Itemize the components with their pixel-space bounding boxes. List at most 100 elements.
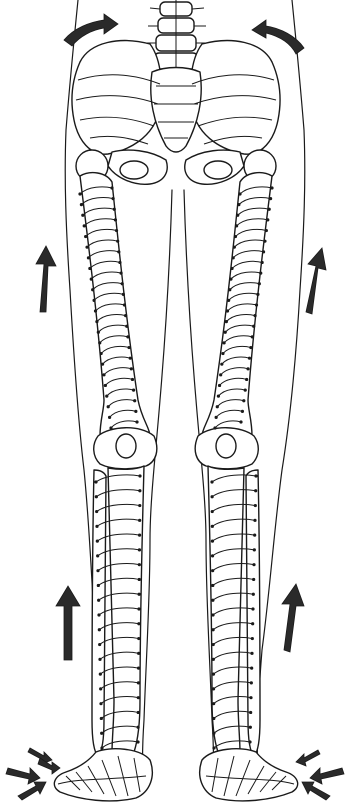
left-shin-bead	[137, 681, 140, 684]
arrow-thigh-left-up	[36, 246, 56, 312]
left-femur-bead	[123, 303, 126, 306]
left-shin-bead	[138, 519, 141, 522]
left-femur-bead	[117, 250, 120, 253]
right-shin-bead	[252, 578, 255, 581]
left-shin-bead	[98, 658, 101, 661]
left-shin-bead	[94, 480, 97, 483]
obturator-left	[120, 161, 148, 179]
left-femur-bead	[80, 203, 83, 206]
right-shin-bead	[252, 563, 255, 566]
right-femur-bead	[238, 192, 241, 195]
left-femur-bead	[100, 352, 103, 355]
right-femur-bead	[270, 186, 273, 189]
left-shin-bead	[98, 643, 101, 646]
right-femur-bead	[261, 261, 264, 264]
right-femur-bead	[232, 256, 235, 259]
left-femur-bead	[85, 246, 88, 249]
right-shin-bead	[212, 658, 215, 661]
left-femur-bead	[132, 388, 135, 391]
right-shin-bead	[248, 740, 251, 743]
left-femur-bead	[126, 335, 129, 338]
right-femur-bead	[253, 314, 256, 317]
left-shin-bead	[137, 726, 140, 729]
right-shin-bead	[254, 489, 257, 492]
left-femur-bead	[129, 357, 132, 360]
right-femur-bead	[228, 288, 231, 291]
right-femur	[202, 173, 272, 442]
left-femur-bead	[133, 399, 136, 402]
left-femur-bead	[83, 224, 86, 227]
left-shin-bead	[95, 495, 98, 498]
right-femur-bead	[255, 303, 258, 306]
right-shin-bead	[211, 540, 214, 543]
right-shin-bead	[211, 599, 214, 602]
left-femur-bead	[94, 309, 97, 312]
right-shin-bead	[253, 534, 256, 537]
right-shin-bead	[210, 480, 213, 483]
left-shin-bead	[137, 667, 140, 670]
right-femur-bead	[248, 357, 251, 360]
left-femur-bead	[91, 288, 94, 291]
left-femur-bead	[115, 229, 118, 232]
right-shin-bead	[211, 584, 214, 587]
left-femur-bead	[122, 293, 125, 296]
left-shin-bead	[138, 504, 141, 507]
right-femur-bead	[226, 309, 229, 312]
left-femur-bead	[135, 420, 138, 423]
left-shin-bead	[97, 599, 100, 602]
left-femur-bead	[78, 192, 81, 195]
right-femur-bead	[249, 346, 252, 349]
left-femur-bead	[113, 208, 116, 211]
left-shin-bead	[136, 740, 139, 743]
left-shin-bead	[138, 578, 141, 581]
left-shin-bead	[138, 548, 141, 551]
left-femur-bead	[88, 267, 91, 270]
left-femur-bead	[90, 277, 93, 280]
right-shin-bead	[212, 732, 215, 735]
left-shin-bead	[138, 563, 141, 566]
right-femur-bead	[222, 341, 225, 344]
left-shin-bead	[99, 702, 102, 705]
left-shin-bead	[99, 673, 102, 676]
left-femur-bead	[97, 331, 100, 334]
left-femur-bead	[105, 394, 108, 397]
right-shin-bead	[211, 495, 214, 498]
right-femur-bead	[266, 218, 269, 221]
left-femur-bead	[124, 314, 127, 317]
right-shin-bead	[250, 667, 253, 670]
right-femur-bead	[237, 203, 240, 206]
left-femur-bead	[107, 405, 110, 408]
right-patella	[216, 434, 236, 458]
left-femur-bead	[108, 416, 111, 419]
left-femur-bead	[92, 299, 95, 302]
left-femur-bead	[118, 261, 121, 264]
left-shin-bead	[138, 593, 141, 596]
arrow-shin-left-up	[56, 586, 80, 660]
left-femur-bead	[131, 378, 134, 381]
right-femur-bead	[245, 378, 248, 381]
right-femur-bead	[217, 394, 220, 397]
right-shin-bead	[252, 593, 255, 596]
right-femur-bead	[224, 331, 227, 334]
right-shin-bead	[253, 519, 256, 522]
right-femur-bead	[229, 277, 232, 280]
inner-thigh-left	[143, 190, 173, 785]
right-femur-bead	[262, 250, 265, 253]
right-femur-bead	[225, 320, 228, 323]
right-femur-bead	[221, 352, 224, 355]
arrow-thigh-right-up	[306, 248, 326, 314]
left-femur-bead	[109, 426, 112, 429]
right-femur-bead	[216, 405, 219, 408]
left-shin-bead	[97, 584, 100, 587]
right-shin-bead	[254, 474, 257, 477]
arrow-shin-right-up	[282, 584, 304, 652]
left-shin-bead	[137, 637, 140, 640]
left-femur-bead	[110, 186, 113, 189]
right-shin-bead	[211, 613, 214, 616]
right-femur-bead	[241, 410, 244, 413]
right-shin-bead	[212, 746, 215, 749]
left-femur-bead	[95, 320, 98, 323]
left-shin-bead	[96, 540, 99, 543]
left-femur-bead	[112, 197, 115, 200]
